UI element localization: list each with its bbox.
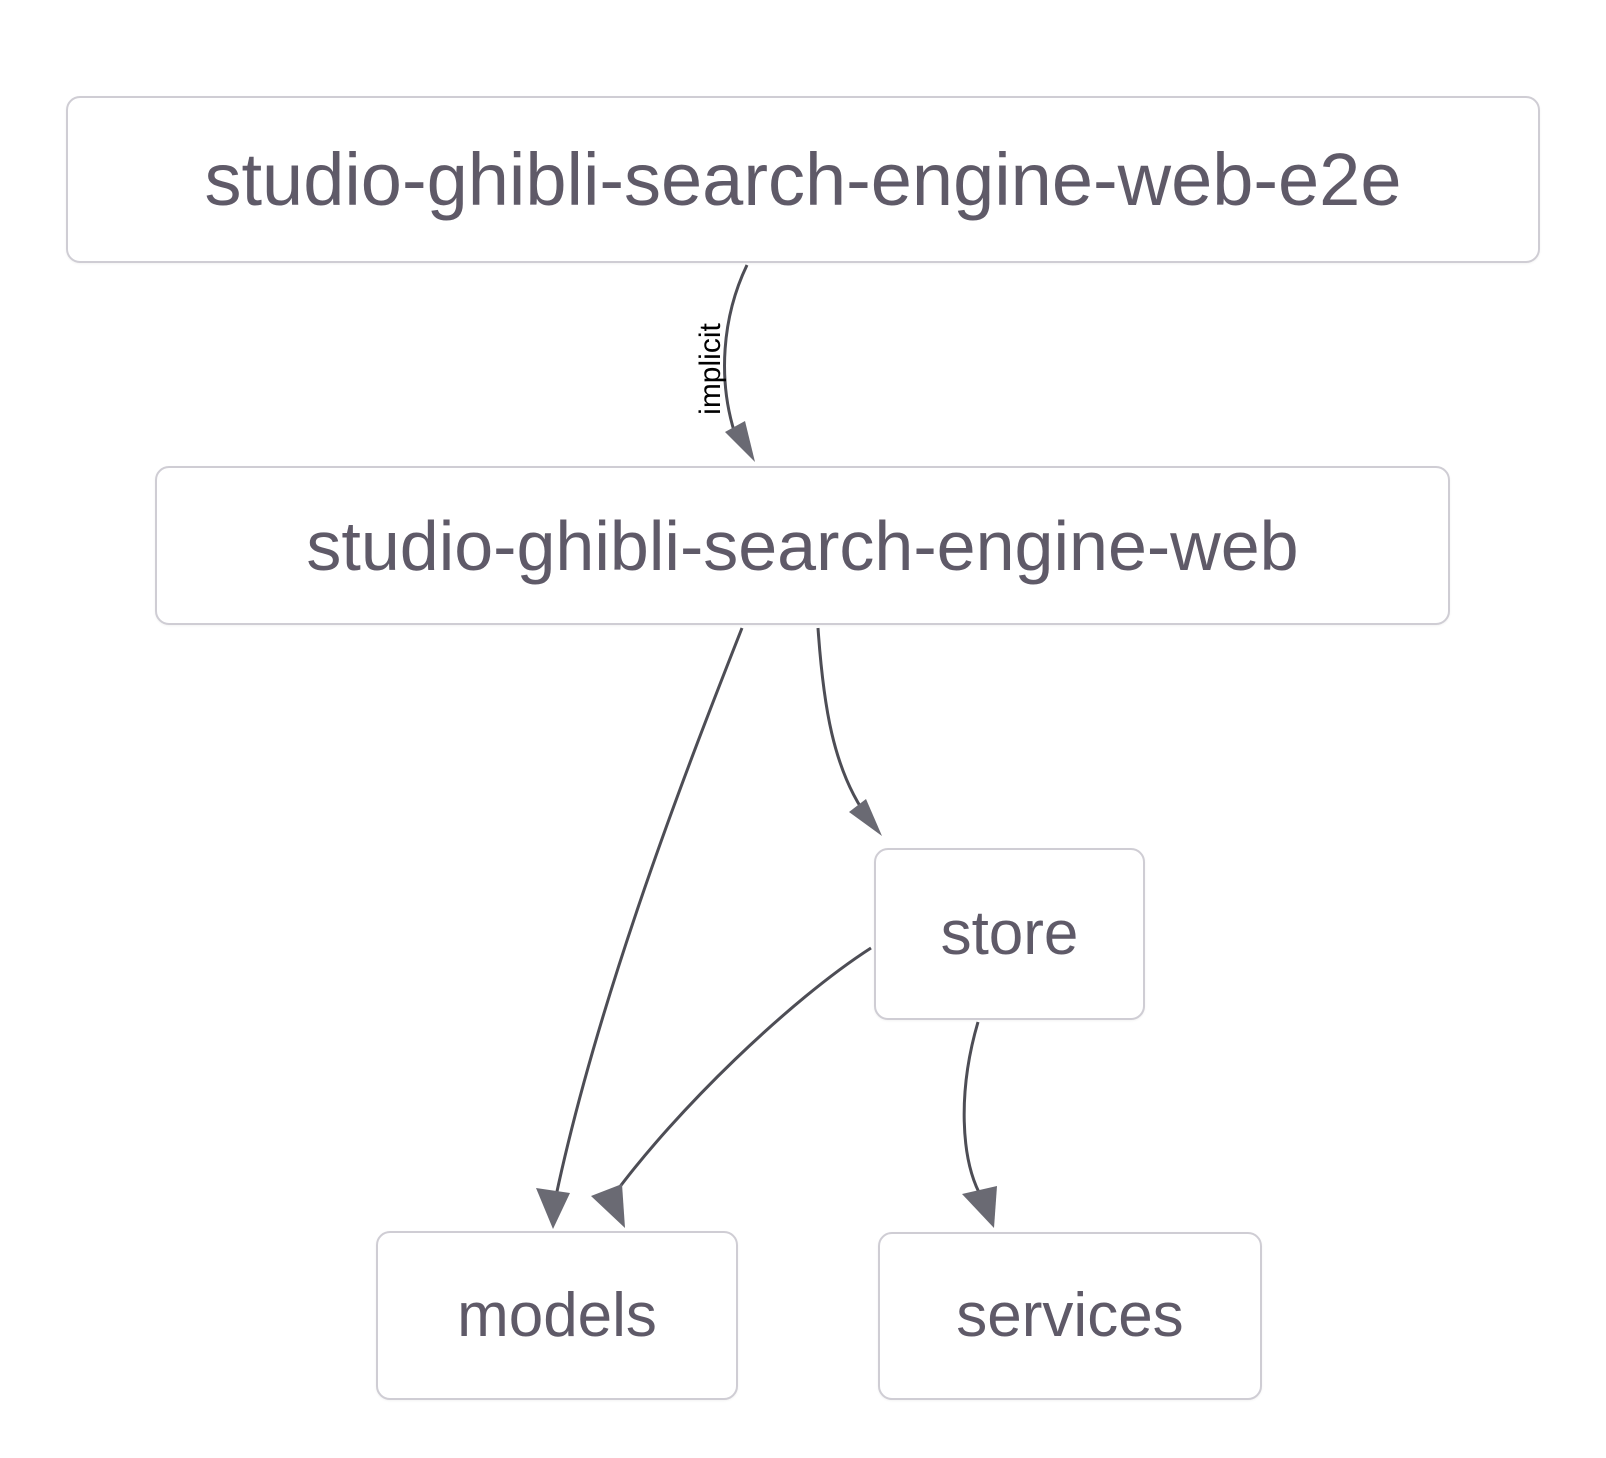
node-label: studio-ghibli-search-engine-web-e2e — [204, 137, 1402, 221]
node-studio-ghibli-search-engine-web-e2e[interactable]: studio-ghibli-search-engine-web-e2e — [66, 96, 1540, 263]
edge-store-to-services — [962, 1021, 997, 1228]
edge-store-to-models — [591, 946, 872, 1228]
node-models[interactable]: models — [376, 1231, 738, 1400]
node-services[interactable]: services — [878, 1232, 1262, 1400]
edge-root-to-web — [723, 264, 755, 462]
node-label: models — [457, 1280, 657, 1350]
node-label: services — [956, 1281, 1184, 1350]
node-store[interactable]: store — [874, 848, 1145, 1020]
node-studio-ghibli-search-engine-web[interactable]: studio-ghibli-search-engine-web — [155, 466, 1450, 625]
edge-web-to-store — [816, 627, 882, 836]
edge-web-to-models — [536, 627, 744, 1229]
node-label: store — [940, 899, 1079, 968]
node-label: studio-ghibli-search-engine-web — [306, 506, 1299, 585]
edge-label-implicit: implicit — [694, 323, 727, 415]
